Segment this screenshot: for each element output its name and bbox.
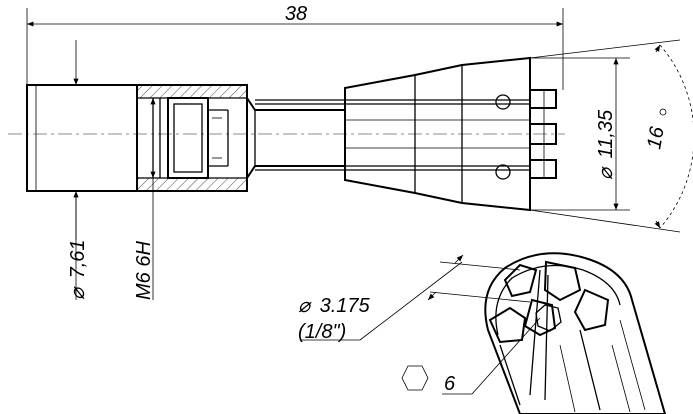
shank-body (26, 84, 138, 192)
degree-mark (659, 108, 667, 116)
collet-end-view (484, 252, 667, 414)
diameter-symbol: ⌀ (595, 166, 617, 180)
dim-outer-diameter: ⌀ 11,35 (530, 57, 630, 211)
hex-symbol (401, 365, 429, 391)
outer-diameter-label: 11,35 (595, 109, 617, 158)
svg-text:⌀ 11,35: ⌀ 11,35 (595, 109, 617, 180)
dim-taper-angle: 16 (529, 39, 693, 233)
svg-text:⌀ 3.175: ⌀ 3.175 (298, 295, 371, 317)
dim-body-diameter: ⌀ 7,61 (67, 40, 89, 300)
dim-hex-size: 6 (401, 317, 541, 395)
dim-bore-diameter: ⌀ 3.175 (1/8") (298, 254, 531, 343)
collet-side-view (26, 56, 557, 212)
svg-text:⌀ 7,61: ⌀ 7,61 (67, 239, 89, 300)
bore-inch-label: (1/8") (298, 321, 346, 343)
hex-size-label: 6 (444, 373, 456, 395)
diameter-symbol: ⌀ (67, 286, 89, 300)
collet-jaws (255, 56, 557, 212)
length-label: 38 (285, 3, 307, 25)
taper-angle-label: 16 (643, 124, 669, 151)
dim-length: 38 (26, 3, 564, 90)
dim-thread: M6 6H (133, 98, 156, 300)
body-diameter-label: 7,61 (67, 239, 89, 278)
thread-section (136, 84, 248, 192)
thread-label: M6 6H (133, 241, 155, 300)
diameter-symbol: ⌀ (298, 295, 312, 317)
bore-diameter-label: 3.175 (320, 295, 371, 317)
